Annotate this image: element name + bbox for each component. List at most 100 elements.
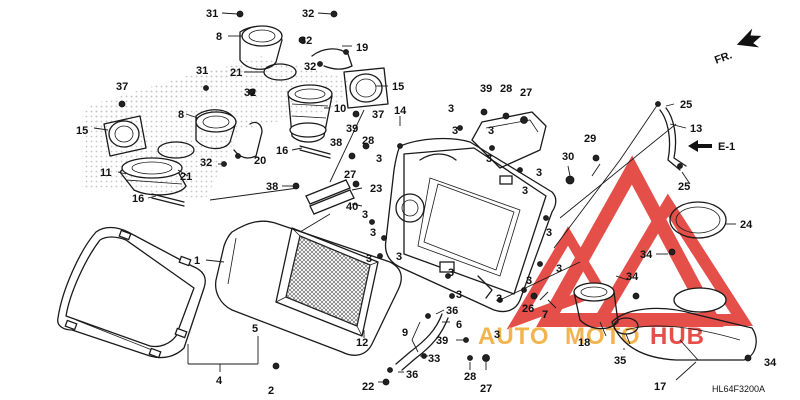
callout-8a: 8 (216, 31, 222, 43)
callout-labels: 31 32 8 32 19 21 37 31 32 15 15 10 37 8 … (76, 8, 777, 397)
direction-label: FR. (713, 49, 734, 66)
callout-30: 30 (562, 151, 574, 163)
callout-26: 26 (522, 303, 534, 315)
part-ring-8b (195, 109, 237, 150)
callout-21b: 21 (180, 171, 192, 183)
callout-16a: 16 (132, 193, 144, 205)
callout-34b: 34 (626, 271, 639, 283)
callout-7: 7 (542, 309, 548, 321)
part-seal-gasket (214, 220, 402, 356)
callout-23: 23 (370, 183, 382, 195)
callout-37a: 37 (116, 81, 128, 93)
callout-25b: 25 (678, 181, 690, 193)
part-band-16a (299, 145, 331, 159)
callout-3a: 3 (448, 103, 454, 115)
front-direction-arrow: FR. (713, 28, 762, 67)
part-ring-24 (669, 201, 727, 239)
part-air-box-housing (384, 111, 557, 313)
callout-11: 11 (100, 167, 112, 179)
callout-12: 12 (356, 337, 368, 349)
leader-lines (93, 12, 744, 383)
callout-38b: 38 (330, 137, 342, 149)
callout-10: 10 (334, 103, 346, 115)
callout-36b: 36 (406, 369, 418, 381)
callout-34c: 34 (764, 357, 777, 369)
callout-40: 40 (346, 201, 358, 213)
callout-32e: 32 (200, 157, 212, 169)
callout-3p: 3 (396, 251, 402, 263)
part-drain-tube (395, 313, 449, 371)
callout-2: 2 (268, 385, 274, 397)
callout-28b: 28 (500, 83, 512, 95)
part-flange-15b (103, 115, 147, 157)
callout-3n: 3 (496, 293, 502, 305)
callout-16b: 16 (276, 145, 288, 157)
callout-9: 9 (402, 327, 408, 339)
callout-38a: 38 (266, 181, 278, 193)
callout-15a: 15 (392, 81, 404, 93)
callout-3b: 3 (488, 125, 494, 137)
callout-35: 35 (614, 355, 626, 367)
callout-3j: 3 (556, 263, 562, 275)
watermark-text-hub: HUB (650, 323, 705, 350)
callout-22: 22 (362, 381, 374, 393)
callout-21a: 21 (230, 67, 242, 79)
callout-28a: 28 (362, 135, 374, 147)
callout-5: 5 (252, 323, 258, 335)
callout-15b: 15 (76, 125, 88, 137)
part-band-16b (151, 193, 185, 207)
part-breather-hose-20 (233, 121, 263, 159)
callout-13: 13 (690, 123, 702, 135)
callout-32d: 32 (244, 87, 256, 99)
callout-3f: 3 (362, 209, 368, 221)
watermark-text-auto: AUTO (478, 323, 550, 350)
callout-36a: 36 (446, 305, 458, 317)
callout-24: 24 (740, 219, 753, 231)
part-air-duct-rear (119, 157, 187, 196)
callout-31a: 31 (206, 8, 218, 20)
callout-3l: 3 (448, 267, 454, 279)
callout-28c: 28 (464, 371, 476, 383)
callout-3k: 3 (526, 275, 532, 287)
callout-32a: 32 (302, 8, 314, 20)
diagram-code: HL64F3200A (712, 384, 765, 394)
callout-31b: 31 (196, 65, 208, 77)
callout-3i: 3 (546, 227, 552, 239)
callout-37b: 37 (372, 109, 384, 121)
callout-20: 20 (254, 155, 266, 167)
callout-6: 6 (456, 319, 462, 331)
callout-27b: 27 (520, 87, 532, 99)
part-clamps-23-40 (305, 179, 355, 215)
callout-1: 1 (194, 255, 200, 267)
part-hose-13 (659, 107, 687, 171)
callout-8b: 8 (178, 109, 184, 121)
callout-33: 33 (428, 353, 440, 365)
callout-3o: 3 (494, 329, 500, 341)
callout-4: 4 (216, 375, 223, 387)
part-breather-hose-19 (311, 48, 353, 70)
part-intake-funnel (287, 84, 333, 143)
callout-3c: 3 (376, 153, 382, 165)
callout-18: 18 (578, 337, 590, 349)
callout-3r: 3 (522, 185, 528, 197)
callout-27c: 27 (480, 383, 492, 395)
callout-29: 29 (584, 133, 596, 145)
callout-19: 19 (356, 42, 368, 54)
callout-27a: 27 (344, 169, 356, 181)
callout-34a: 34 (640, 249, 653, 261)
part-air-filter (275, 227, 379, 337)
callout-3d: 3 (486, 153, 492, 165)
callout-32c: 32 (304, 61, 316, 73)
reference-label: E-1 (718, 141, 735, 153)
callout-32b: 32 (300, 35, 312, 47)
callout-39a: 39 (346, 123, 358, 135)
part-duct-17 (611, 287, 757, 361)
callout-14: 14 (394, 105, 407, 117)
reference-arrow: E-1 (688, 140, 735, 153)
callout-3g: 3 (370, 227, 376, 239)
callout-39b: 39 (480, 83, 492, 95)
watermark-logo: AUTO MOTO HUB (478, 155, 753, 350)
part-duct-18 (573, 282, 619, 330)
